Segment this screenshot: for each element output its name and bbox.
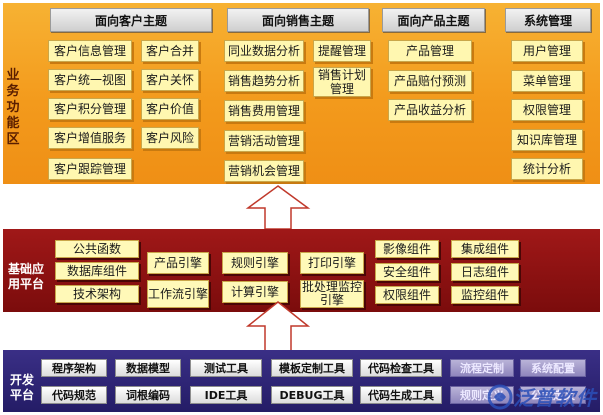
- reminder-mgmt: 提醒管理: [313, 40, 371, 62]
- code-check-tool: 代码检查工具: [360, 359, 442, 377]
- customer-care: 客户关怀: [141, 69, 199, 91]
- database-component: 数据库组件: [55, 262, 139, 280]
- log-component: 日志组件: [451, 263, 519, 281]
- security-component: 安全组件: [375, 263, 439, 281]
- customer-value: 客户价值: [141, 98, 199, 120]
- logo-icon: [487, 384, 513, 409]
- customer-info-mgmt: 客户信息管理: [48, 40, 132, 62]
- print-engine: 打印引擎: [300, 252, 364, 274]
- calculation-engine: 计算引擎: [222, 281, 288, 303]
- process-custom: 流程定制: [450, 359, 514, 377]
- customer-value-added: 客户增值服务: [48, 127, 132, 149]
- statistics-analysis: 统计分析: [511, 158, 583, 180]
- monitor-component: 监控组件: [451, 286, 519, 304]
- up-arrow-icon: [245, 185, 311, 230]
- customer-risk: 客户风险: [141, 127, 199, 149]
- batch-monitor-engine: 批处理监控引擎: [300, 280, 364, 308]
- logo-text: 泛普软件: [513, 386, 597, 410]
- theme-product: 面向产品主题: [382, 8, 485, 32]
- product-claims-forecast: 产品赔付预测: [388, 70, 472, 92]
- user-mgmt: 用户管理: [511, 40, 583, 62]
- menu-mgmt: 菜单管理: [511, 70, 583, 92]
- theme-sales: 面向销售主题: [227, 8, 369, 32]
- sales-plan-mgmt: 销售计划管理: [313, 67, 371, 97]
- permission-mgmt: 权限管理: [511, 99, 583, 121]
- customer-points-mgmt: 客户积分管理: [48, 98, 132, 120]
- industry-data-analysis: 同业数据分析: [224, 40, 304, 62]
- customer-merge: 客户合并: [141, 40, 199, 62]
- debug-tool: DEBUG工具: [271, 386, 353, 404]
- product-engine: 产品引擎: [147, 252, 209, 274]
- up-arrow-icon: [245, 301, 311, 352]
- customer-tracking-mgmt: 客户跟踪管理: [48, 158, 132, 180]
- base-platform-label: 基础应用平台: [8, 262, 45, 291]
- sales-expense-mgmt: 销售费用管理: [224, 100, 304, 122]
- business-area-label: 业务功能区: [6, 68, 20, 147]
- product-mgmt: 产品管理: [388, 40, 472, 62]
- common-functions: 公共函数: [55, 240, 139, 258]
- formula-definition: 公式定义: [520, 386, 586, 404]
- business-area: [3, 3, 600, 184]
- root-encoding: 词根编码: [115, 386, 181, 404]
- integration-component: 集成组件: [451, 240, 519, 258]
- ide-tool: IDE工具: [190, 386, 262, 404]
- rule-engine: 规则引擎: [222, 252, 288, 274]
- template-custom-tool: 模板定制工具: [271, 359, 353, 377]
- marketing-activity-mgmt: 营销活动管理: [224, 130, 304, 152]
- code-standards: 代码规范: [41, 386, 107, 404]
- code-generation-tool: 代码生成工具: [360, 386, 442, 404]
- sales-trend-analysis: 销售趋势分析: [224, 70, 304, 92]
- test-tool: 测试工具: [190, 359, 262, 377]
- customer-unified-view: 客户统一视图: [48, 69, 132, 91]
- tech-architecture: 技术架构: [55, 285, 139, 303]
- theme-system: 系统管理: [505, 8, 591, 32]
- data-model: 数据模型: [115, 359, 181, 377]
- theme-customer: 面向客户主题: [50, 8, 212, 32]
- system-config: 系统配置: [520, 359, 586, 377]
- dev-platform-label: 开发平台: [10, 373, 35, 402]
- watermark-logo: 泛普软件: [487, 382, 597, 411]
- workflow-engine: 工作流引擎: [147, 280, 209, 308]
- knowledge-base-mgmt: 知识库管理: [511, 129, 583, 151]
- program-architecture: 程序架构: [41, 359, 107, 377]
- image-component: 影像组件: [375, 240, 439, 258]
- marketing-opportunity-mgmt: 营销机会管理: [224, 160, 304, 182]
- product-revenue-analysis: 产品收益分析: [388, 99, 472, 121]
- permission-component: 权限组件: [375, 286, 439, 304]
